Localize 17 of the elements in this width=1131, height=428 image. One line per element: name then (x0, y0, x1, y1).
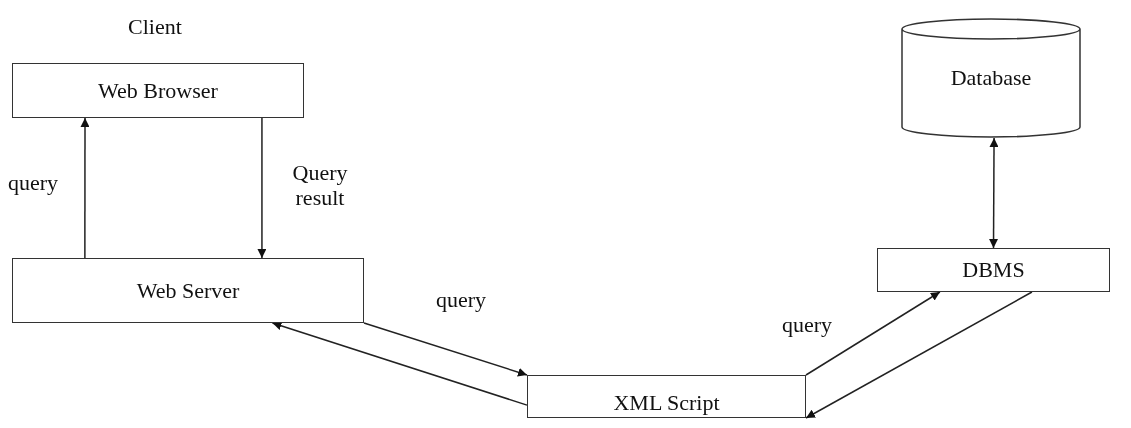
arrow (805, 291, 941, 376)
arrow (271, 321, 528, 406)
process-box (527, 375, 806, 418)
group-heading: Client (128, 14, 182, 40)
database-cylinder (901, 18, 1081, 138)
arrow (257, 117, 267, 259)
node-label: DBMS (962, 257, 1025, 283)
arrow (805, 291, 1033, 419)
process-box (12, 258, 364, 323)
node-label: Web Server (136, 277, 240, 304)
arrow (989, 137, 999, 249)
node-label: Web Browser (98, 77, 218, 104)
arrow (363, 322, 528, 377)
arrow (80, 117, 90, 259)
node-label: XML Script (613, 389, 720, 416)
process-box (877, 248, 1110, 292)
node-label: Database (950, 65, 1032, 91)
